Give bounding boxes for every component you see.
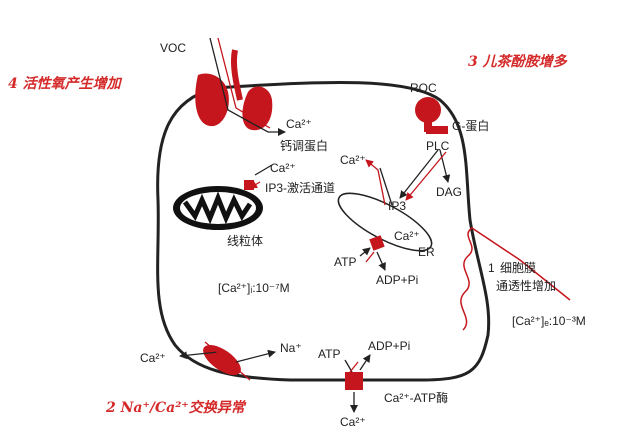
adp-pi-pump-label: ADP+Pi [368, 339, 410, 353]
cell-membrane [156, 80, 491, 382]
voc-ca-label: Ca²⁺ [286, 117, 312, 131]
membrane-note-num: 1 [488, 261, 495, 275]
note-exchanger: 2 Na⁺/Ca²⁺交换异常 [105, 399, 247, 416]
mito-ca-line [254, 164, 273, 176]
er-inner-ca-label: Ca²⁺ [394, 229, 420, 243]
er-pump-red-line [365, 251, 375, 263]
roc-label: ROC [410, 81, 437, 95]
pump-label: Ca²⁺-ATP酶 [384, 390, 448, 405]
mitochondria-pump [244, 180, 254, 190]
pump-adp-arrow [359, 354, 371, 371]
pump-ca-out-label: Ca²⁺ [340, 415, 366, 429]
exchanger-ca-label: Ca²⁺ [140, 351, 166, 365]
ca-extracellular-label: [Ca²⁺]ₑ:10⁻³M [512, 314, 586, 328]
note-ros: 4 活性氧产生增加 [8, 75, 123, 92]
ip3-label: IP3 [388, 199, 406, 213]
er-to-adp-arrow [376, 251, 386, 271]
ca-intracellular-label: [Ca²⁺]ᵢ:10⁻⁷M [218, 281, 290, 295]
note-catecholamine: 3 儿茶酚胺增多 [468, 53, 568, 70]
mito-ca-label: Ca²⁺ [270, 161, 296, 175]
plc-to-ip3-arrow [399, 149, 439, 199]
mito-ca-red-arrow [249, 180, 261, 189]
ip3-ca-release-arrow [365, 159, 386, 206]
dag-label: DAG [436, 185, 462, 199]
pm-ca-pump [345, 372, 363, 390]
atp-er-label: ATP [334, 255, 356, 269]
mitochondria-label: 线粒体 [227, 233, 263, 248]
ip3-channel-label: IP3-激活通道 [265, 181, 335, 195]
exchanger-ca-out-arrow [179, 351, 219, 360]
membrane-note-line1: 细胞膜 [500, 261, 536, 275]
exchanger-red-line [204, 341, 251, 381]
permeability-wave [460, 227, 571, 331]
atp-pump-label: ATP [318, 347, 340, 361]
g-protein-label: G-蛋白 [452, 118, 489, 133]
plc-to-ip3-red-arrow [405, 151, 447, 201]
er-pump [369, 235, 385, 251]
plc-to-dag-arrow [439, 149, 451, 183]
calmodulin-label: 钙调蛋白 [280, 138, 328, 153]
ip3-channel-line [379, 167, 393, 206]
adp-pi-er-label: ADP+Pi [376, 273, 418, 287]
na-label: Na⁺ [280, 341, 302, 355]
exchanger-na-in-arrow [235, 349, 276, 363]
er-label: ER [418, 245, 435, 259]
voc-channel [195, 37, 286, 136]
plc-label: PLC [426, 139, 450, 153]
mitochondria [173, 186, 263, 230]
atp-to-er-arrow [359, 247, 371, 257]
roc-receptor [415, 97, 448, 134]
membrane-note-line2: 通透性增加 [496, 279, 556, 293]
pump-red-line [349, 361, 359, 373]
voc-label: VOC [160, 41, 186, 55]
er-ca-label: Ca²⁺ [340, 153, 366, 167]
